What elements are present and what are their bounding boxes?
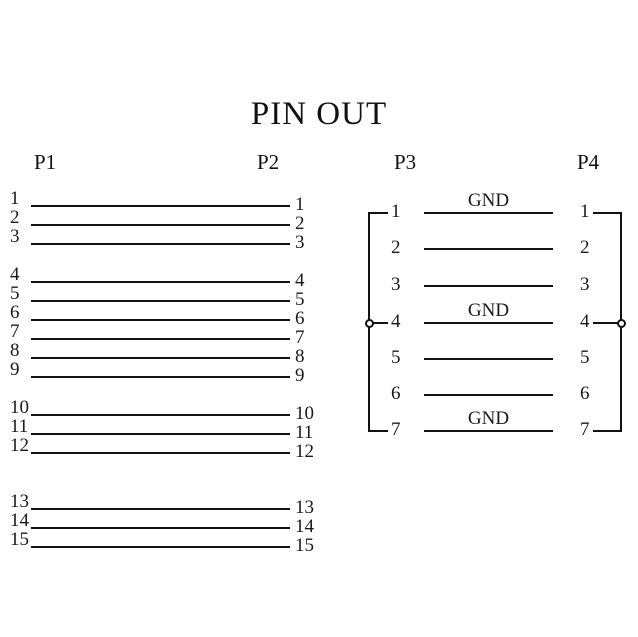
connector-header-p2: P2	[257, 150, 280, 174]
shield-node-circle-p4	[616, 318, 626, 328]
connector-header-p3: P3	[394, 150, 417, 174]
bracket-stub-p3	[368, 212, 388, 214]
bracket-stub-p3	[368, 430, 388, 432]
pin-wire	[31, 243, 290, 245]
pin-wire	[31, 546, 290, 548]
pin-number-p2: 3	[295, 232, 305, 253]
pin-number-p2: 4	[295, 270, 305, 291]
pin-number-p1: 15	[10, 529, 29, 550]
pin-number-p4: 4	[580, 311, 590, 332]
pin-number-p3: 7	[391, 419, 401, 440]
pin-number-p4: 5	[580, 347, 590, 368]
bracket-stub-p4	[593, 322, 622, 324]
pin-number-p2: 13	[295, 497, 314, 518]
pin-number-p1: 13	[10, 491, 29, 512]
pin-number-p1: 2	[10, 207, 20, 228]
pin-wire	[31, 319, 290, 321]
pin-wire	[424, 394, 553, 396]
pin-number-p1: 6	[10, 302, 20, 323]
pin-number-p2: 11	[295, 422, 314, 443]
bracket-stub-p4	[593, 212, 622, 214]
pin-number-p4: 3	[580, 274, 590, 295]
pin-number-p2: 15	[295, 535, 314, 556]
pin-number-p1: 9	[10, 359, 20, 380]
pin-wire	[31, 357, 290, 359]
pin-wire	[31, 414, 290, 416]
shield-node-circle-p3	[364, 318, 374, 328]
pin-wire	[424, 358, 553, 360]
pin-number-p2: 6	[295, 308, 305, 329]
pin-number-p2: 12	[295, 441, 314, 462]
pin-number-p2: 14	[295, 516, 314, 537]
pin-wire	[31, 376, 290, 378]
pin-number-p1: 3	[10, 226, 20, 247]
pin-wire	[424, 212, 553, 214]
pin-wire	[31, 205, 290, 207]
pin-number-p1: 12	[10, 435, 29, 456]
connector-header-p1: P1	[34, 150, 57, 174]
pin-wire	[31, 338, 290, 340]
pin-wire	[424, 322, 553, 324]
pin-wire	[424, 248, 553, 250]
pin-number-p1: 4	[10, 264, 20, 285]
pin-number-p3: 6	[391, 383, 401, 404]
pin-number-p1: 10	[10, 397, 29, 418]
pin-number-p3: 4	[391, 311, 401, 332]
pin-number-p2: 8	[295, 346, 305, 367]
pin-number-p4: 6	[580, 383, 590, 404]
pin-number-p2: 10	[295, 403, 314, 424]
pin-number-p2: 7	[295, 327, 305, 348]
pin-number-p2: 1	[295, 194, 305, 215]
pin-number-p4: 1	[580, 201, 590, 222]
pin-wire	[424, 430, 553, 432]
pin-number-p1: 5	[10, 283, 20, 304]
pin-number-p1: 7	[10, 321, 20, 342]
pin-number-p3: 2	[391, 237, 401, 258]
pin-number-p3: 1	[391, 201, 401, 222]
page-title: PIN OUT	[250, 96, 388, 132]
pin-number-p2: 9	[295, 365, 305, 386]
pin-wire	[31, 433, 290, 435]
pin-number-p1: 1	[10, 188, 20, 209]
pin-number-p3: 5	[391, 347, 401, 368]
pin-wire	[31, 527, 290, 529]
signal-label-gnd: GND	[467, 190, 510, 211]
pin-wire	[31, 281, 290, 283]
connector-header-p4: P4	[577, 150, 600, 174]
signal-label-gnd: GND	[467, 408, 510, 429]
pin-number-p1: 8	[10, 340, 20, 361]
pin-number-p1: 14	[10, 510, 29, 531]
pin-number-p2: 5	[295, 289, 305, 310]
pin-number-p4: 7	[580, 419, 590, 440]
pin-number-p1: 11	[10, 416, 29, 437]
bracket-stub-p3	[368, 322, 388, 324]
pin-wire	[31, 452, 290, 454]
pin-number-p2: 2	[295, 213, 305, 234]
pin-number-p4: 2	[580, 237, 590, 258]
pin-wire	[31, 224, 290, 226]
pin-wire	[424, 285, 553, 287]
pin-wire	[31, 508, 290, 510]
pin-wire	[31, 300, 290, 302]
pin-number-p3: 3	[391, 274, 401, 295]
signal-label-gnd: GND	[467, 300, 510, 321]
bracket-stub-p4	[593, 430, 622, 432]
